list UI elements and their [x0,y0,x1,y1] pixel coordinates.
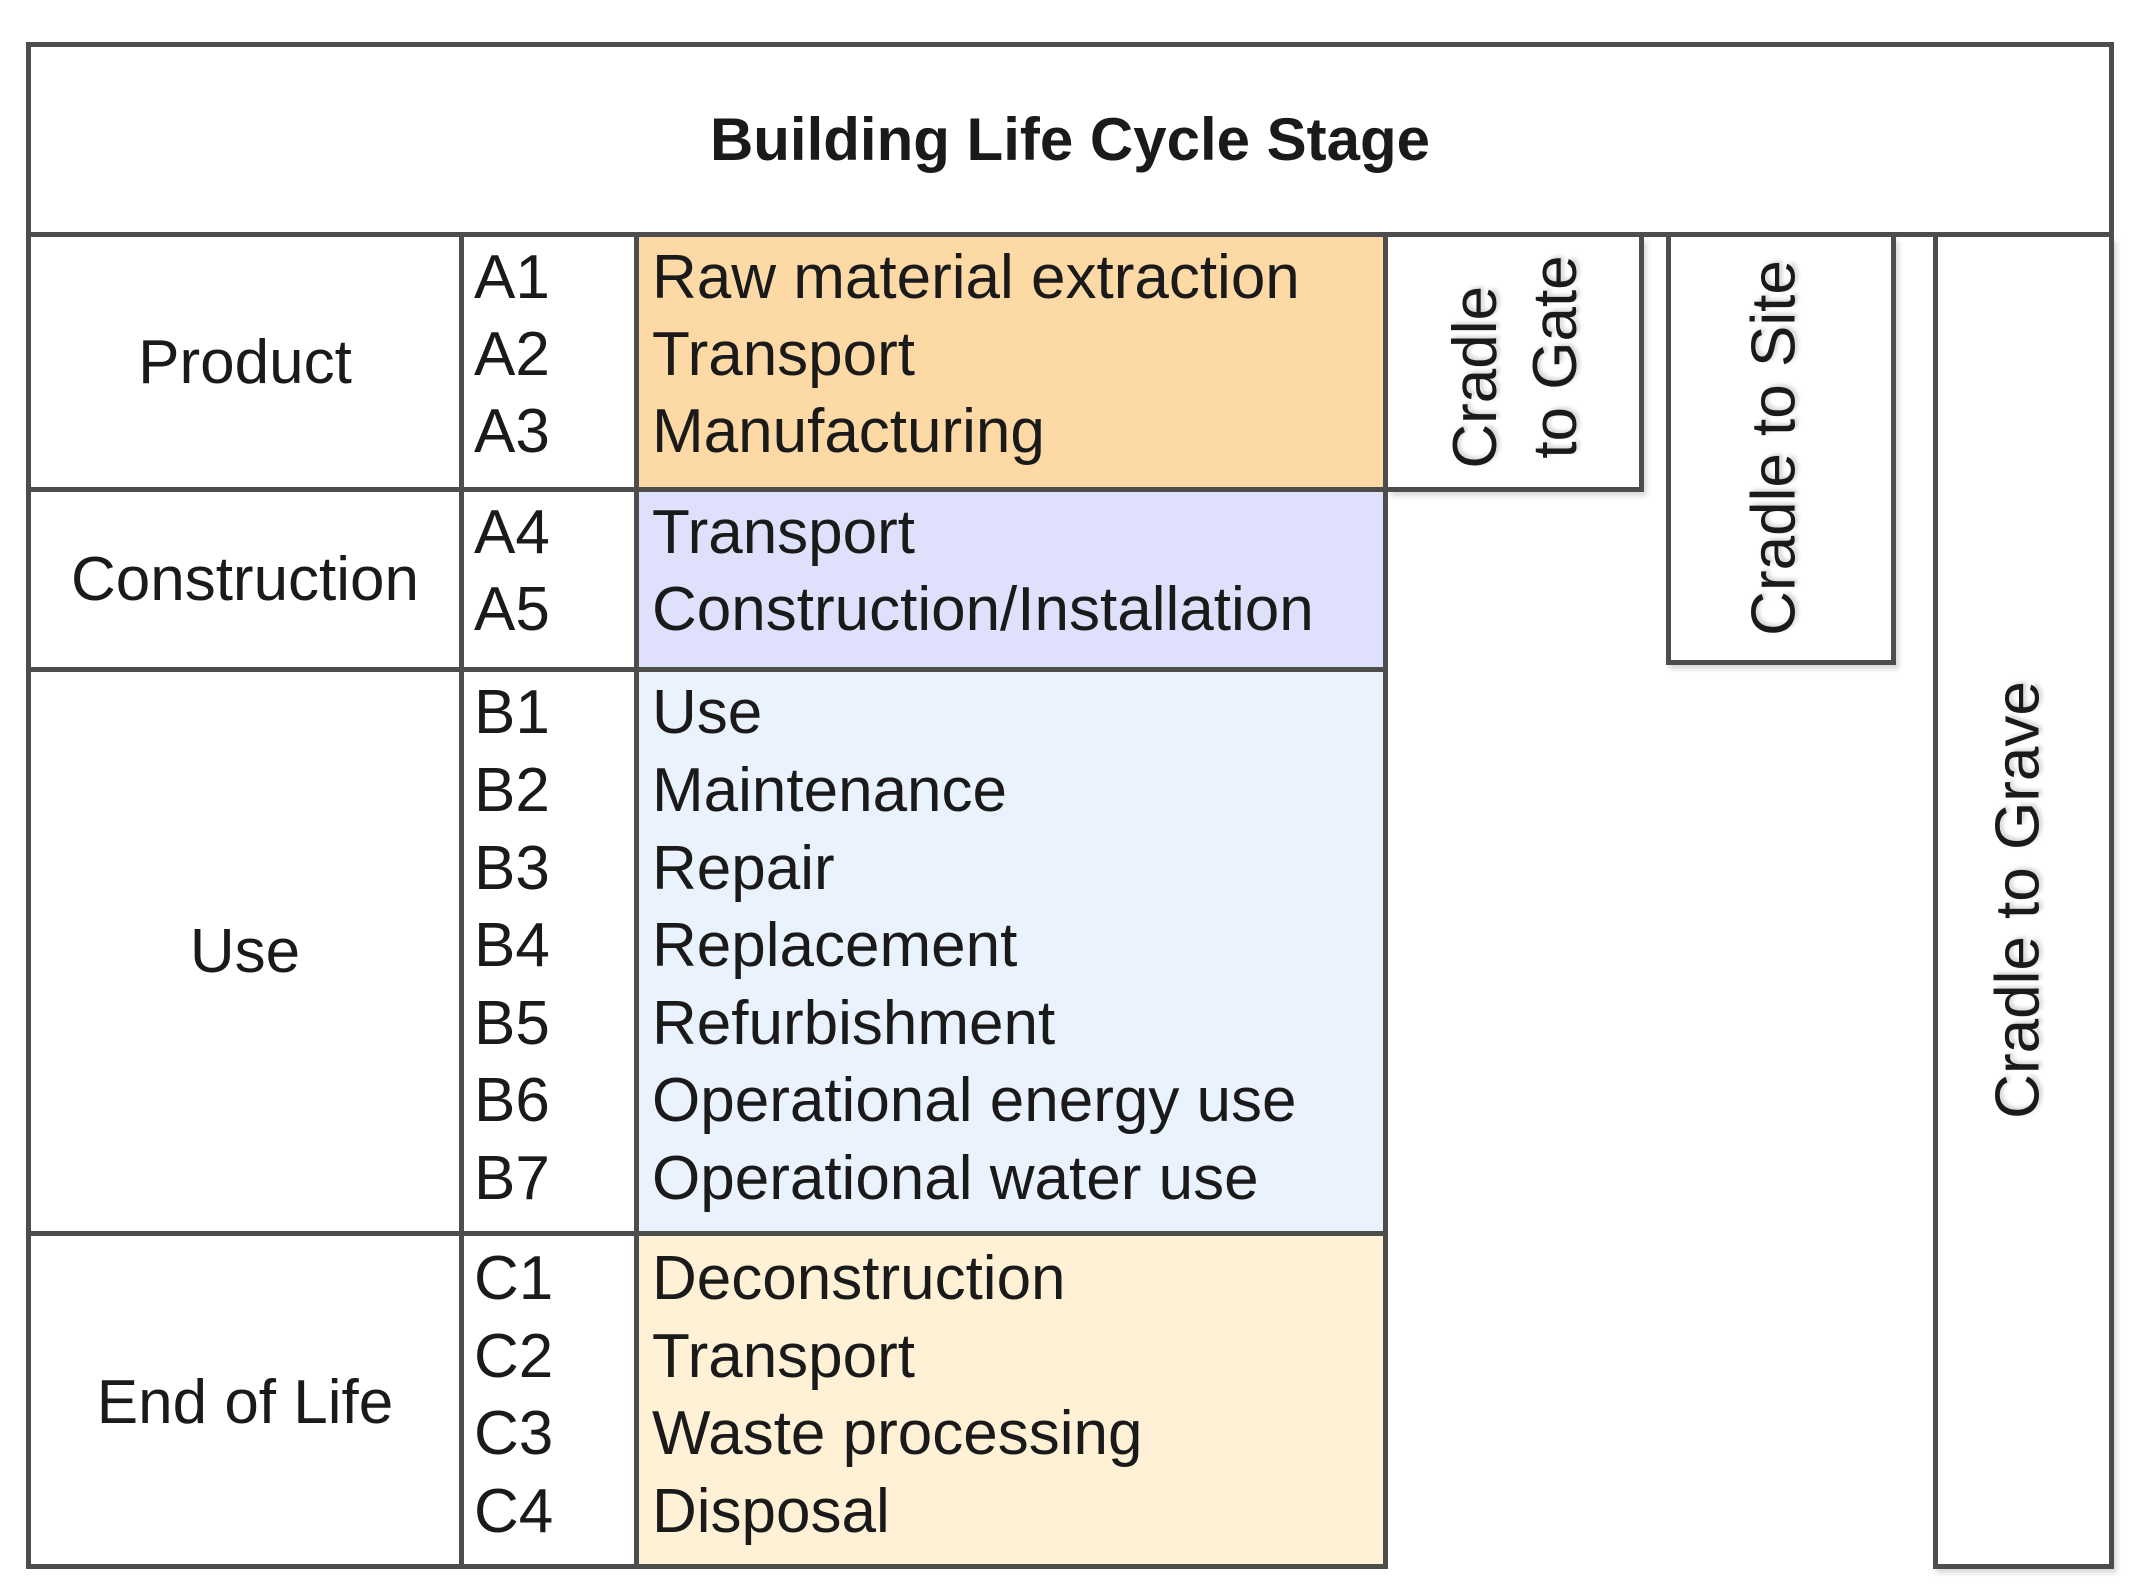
cradle-to-grave-box [1933,237,2114,1569]
stage-end-of-life: End of Life [26,1236,464,1569]
module-label: Maintenance [652,756,1008,825]
title-box: Building Life Cycle Stage [26,42,2114,237]
module-label: Manufacturing [652,397,1045,466]
stage-use-label: Use [189,917,301,986]
module-code: B5 [474,989,550,1058]
module-label: Transport [652,498,916,567]
diagram-title: Building Life Cycle Stage [709,106,1431,173]
module-label: Transport [652,320,916,389]
module-label: Disposal [652,1477,890,1546]
cradle-to-gate-line-1: Cradle [1441,286,1510,469]
module-code: B3 [474,834,550,903]
stage-end-of-life-label: End of Life [96,1368,394,1437]
module-code: A1 [474,243,550,312]
stage-use: Use [26,672,464,1236]
module-label: Replacement [652,911,1018,980]
module-code: B4 [474,911,550,980]
module-label: Waste processing [652,1399,1143,1468]
code-divider-1 [459,487,639,492]
module-label: Repair [652,834,835,903]
module-label: Use [652,678,763,747]
stage-product: Product [26,237,464,492]
module-code: C3 [474,1399,554,1468]
module-code: C2 [474,1322,554,1391]
stage-construction: Construction [26,492,464,672]
stage-column [26,237,464,1569]
module-code: B1 [474,678,550,747]
stage-product-label: Product [138,327,352,397]
module-label: Transport [652,1322,916,1391]
code-divider-3 [459,1231,639,1236]
cradle-to-gate-box [1388,237,1644,492]
module-label: Raw material extraction [652,243,1300,312]
module-label: Construction/Installation [652,575,1314,644]
module-code: C1 [474,1244,554,1313]
module-code: B7 [474,1144,550,1213]
module-code: A2 [474,320,550,389]
module-code: A3 [474,397,550,466]
cradle-to-gate-line-2: to Gate [1521,255,1590,459]
module-label: Operational energy use [652,1066,1297,1135]
code-divider-2 [459,667,639,672]
module-code: A4 [474,498,550,567]
construction-modules-panel [634,487,1388,672]
module-code: B2 [474,756,550,825]
module-code: B6 [474,1066,550,1135]
module-code: A5 [474,575,550,644]
module-code: C4 [474,1477,554,1546]
cradle-to-gate-label: Cradle to Gate [1436,255,1596,468]
cradle-to-site-label: Cradle to Site [1739,260,1809,636]
end-of-life-modules-panel [634,1231,1388,1569]
cradle-to-grave-label: Cradle to Grave [1983,681,2053,1119]
stage-construction-label: Construction [70,545,420,614]
module-label: Operational water use [652,1144,1259,1213]
cradle-to-site-box [1666,237,1896,665]
module-label: Refurbishment [652,989,1056,1058]
module-label: Deconstruction [652,1244,1066,1313]
